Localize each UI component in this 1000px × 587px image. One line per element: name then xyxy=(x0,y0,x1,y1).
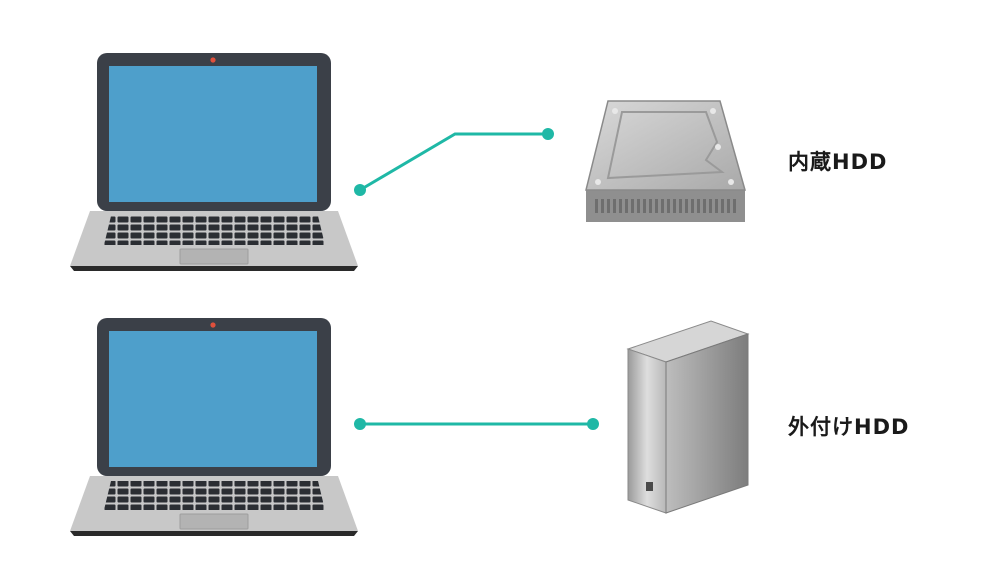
external-hdd-icon xyxy=(626,320,750,514)
laptop-icon xyxy=(70,53,358,271)
external-hdd-label: 外付けHDD xyxy=(788,415,910,439)
connector-line-external xyxy=(354,418,599,430)
webcam-icon xyxy=(210,322,216,328)
internal-hdd-label: 内蔵HDD xyxy=(788,150,888,174)
webcam-icon xyxy=(210,57,216,63)
power-led-icon xyxy=(646,482,653,491)
connector-line-internal xyxy=(354,128,554,196)
laptop-icon xyxy=(70,318,358,536)
internal-hdd-icon xyxy=(585,100,746,222)
